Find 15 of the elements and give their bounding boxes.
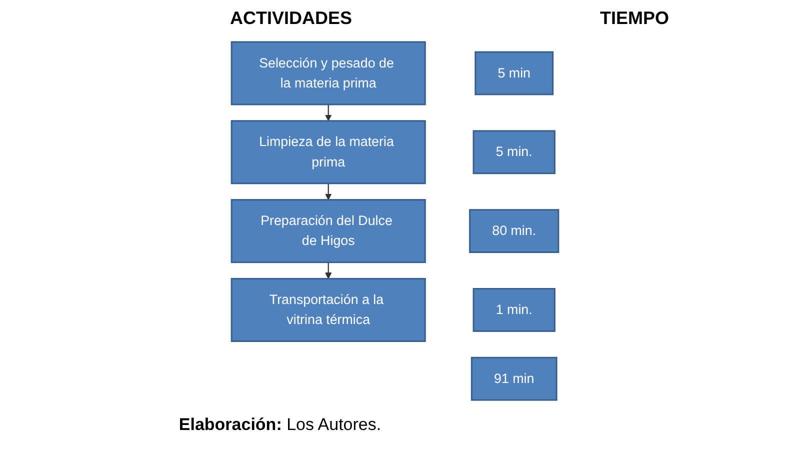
node-box: Preparación del Dulce de Higos — [230, 199, 426, 264]
node-box: Transportación a la vitrina térmica — [230, 278, 426, 342]
column-heading: ACTIVIDADES — [230, 8, 352, 29]
node-box: 5 min — [474, 51, 554, 96]
arrow — [325, 104, 332, 122]
node-box: Limpieza de la materia prima — [230, 120, 426, 184]
caption: Elaboración: Los Autores. — [178, 415, 382, 435]
node-box: 91 min — [470, 356, 558, 401]
node-box: 80 min. — [469, 209, 560, 254]
node-box: 5 min. — [472, 130, 556, 174]
arrow — [325, 183, 332, 200]
node-box: Selección y pesado de la materia prima — [230, 41, 426, 106]
node-box: 1 min. — [472, 288, 556, 332]
arrow — [325, 262, 332, 279]
column-heading: TIEMPO — [600, 8, 670, 29]
